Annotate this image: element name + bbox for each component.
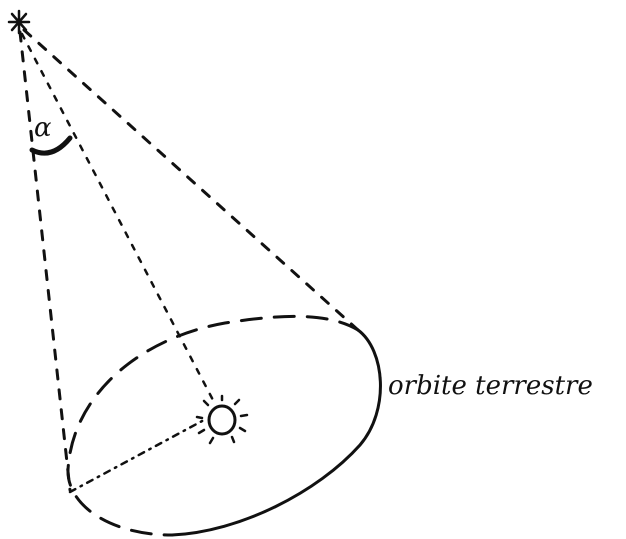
orbit-label: orbite terrestre [388, 371, 593, 401]
angle-label: α [34, 113, 52, 143]
orbit-solid-arc [172, 330, 380, 535]
cone-right-line [24, 30, 358, 330]
orbit-dashed-arc [68, 316, 358, 535]
earth-sun-line [70, 420, 204, 492]
star-icon [9, 11, 29, 33]
axis-line [22, 34, 214, 402]
sun-icon [197, 396, 247, 443]
cone-left-line [20, 32, 70, 490]
